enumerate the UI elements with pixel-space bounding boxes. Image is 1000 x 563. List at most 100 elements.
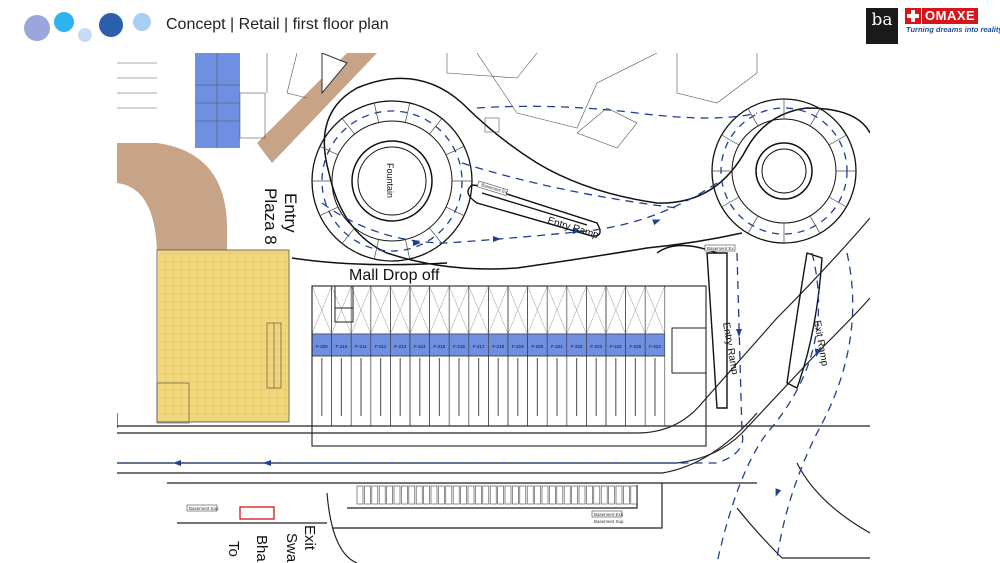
omaxe-logo: OMAXE Turning dreams into reality: [905, 8, 1000, 36]
parking-bay: [445, 485, 453, 505]
label-entry-ramp-top: Entry Ramp: [546, 215, 600, 241]
exit-ramp-right: [786, 252, 823, 389]
shop-unit: F-222: [566, 285, 587, 427]
roundabout-spoke: [828, 196, 847, 208]
shop-unit-label: F-209: [316, 344, 328, 349]
parking-bay: [415, 485, 423, 505]
triangle-marker: [321, 53, 348, 95]
roundabout-spoke: [809, 108, 821, 127]
parking-bay: [401, 485, 408, 505]
label-bottom-cut-3: To: [225, 541, 242, 557]
parking-bay: [423, 485, 430, 505]
direction-arrow: [173, 460, 181, 466]
omaxe-logo-name: OMAXE: [922, 8, 979, 24]
shop-unit-label: F-225: [630, 344, 642, 349]
parking-bay: [408, 485, 416, 505]
dot-4: [99, 13, 123, 37]
parking-bay: [371, 485, 379, 505]
shop-unit: F-219: [507, 285, 528, 427]
lift-core-right: [671, 327, 707, 374]
parking-bay: [386, 485, 393, 505]
label-fountain: Fountain: [385, 163, 395, 198]
decorative-dots: [24, 12, 151, 42]
shop-unit: F-224: [644, 285, 666, 427]
dot-2: [54, 12, 74, 32]
page-title: Concept | Retail | first floor plan: [166, 16, 389, 33]
shop-unit-label: F-218: [492, 344, 504, 349]
label-entry-plaza: Entry: [281, 193, 300, 233]
shop-unit: F-217: [468, 285, 489, 427]
parking-bay: [467, 485, 475, 505]
parking-bay: [556, 485, 564, 505]
direction-arrow: [573, 228, 581, 234]
roundabout-spoke: [341, 227, 355, 244]
parking-bay: [378, 485, 386, 505]
direction-arrow: [814, 348, 821, 357]
shop-unit-label: F-219: [512, 344, 524, 349]
label-bottom-cut-1: Swa: [283, 533, 300, 563]
roundabout-spoke: [429, 118, 443, 135]
shop-unit: F-225: [625, 285, 646, 427]
shop-unit: F-211: [350, 285, 372, 427]
parking-bay: [438, 485, 445, 505]
roundabout-spoke: [429, 227, 443, 244]
roundabout-spoke: [721, 134, 740, 146]
direction-arrow: [775, 488, 782, 497]
left-roundabout-outer: [323, 77, 870, 204]
ba-logo-mark: ba: [871, 10, 893, 30]
dot-5: [133, 13, 151, 31]
shop-unit-label: F-217: [473, 344, 485, 349]
shop-unit: F-216: [448, 285, 470, 427]
parking-bay: [623, 485, 630, 505]
roundabout-spoke: [373, 102, 379, 123]
roundabout-spoke: [373, 239, 379, 260]
roundabout-spoke: [809, 215, 821, 234]
shop-unit-label: F-213: [394, 344, 406, 349]
roundabout-spoke: [828, 134, 847, 146]
shop-unit: F-221: [546, 285, 568, 427]
parking-bay: [600, 485, 608, 505]
pedestrian-path-diagonal: [257, 53, 377, 163]
parking-bay: [356, 485, 364, 505]
entry-ramp-top: [467, 184, 601, 237]
shop-unit-label: F-223: [590, 344, 602, 349]
shop-unit-label: F-211: [355, 344, 367, 349]
parking-bay: [393, 485, 401, 505]
fountain-circle: [351, 140, 433, 222]
shop-unit-label: F-224: [610, 344, 622, 349]
parking-bay: [615, 485, 623, 505]
roundabout-spoke: [445, 206, 465, 217]
parking-bay: [519, 485, 527, 505]
parking-bay: [482, 485, 490, 505]
shop-unit-label: F-212: [375, 344, 387, 349]
label-mall-drop-off: Mall Drop off: [349, 267, 440, 284]
roundabout-spoke: [319, 145, 339, 156]
shop-unit: F-215: [429, 285, 450, 427]
shop-unit-label: F-215: [434, 344, 446, 349]
dot-3: [78, 28, 92, 42]
parking-bay: [586, 485, 593, 505]
parking-bay: [593, 485, 601, 505]
parking-bay: [512, 485, 519, 505]
shop-unit: F-220: [527, 285, 548, 427]
direction-arrow: [413, 240, 421, 246]
shop-unit: F-223: [586, 285, 607, 427]
right-roundabout-center: [755, 142, 813, 200]
omaxe-logo-tagline: Turning dreams into reality: [906, 25, 1000, 34]
omaxe-cross-icon: [905, 8, 921, 24]
label-basement-sup-bottom: Basement Sup: [594, 519, 624, 524]
red-marker: [239, 506, 275, 520]
parking-bay: [534, 485, 541, 505]
roundabout-spoke: [445, 145, 465, 156]
roundabout-spoke: [405, 102, 411, 123]
ba-logo: ba: [866, 8, 898, 44]
label-basement-sup-left: Basement Sup: [189, 506, 219, 511]
shop-unit-label: F-214: [414, 344, 426, 349]
label-basement-exit-right: Basement Ex: [707, 246, 735, 251]
shop-unit: F-213: [390, 285, 411, 427]
label-entry-plaza-2: Plaza 8: [261, 188, 280, 245]
direction-arrow: [652, 219, 661, 226]
parking-bay: [571, 485, 578, 505]
